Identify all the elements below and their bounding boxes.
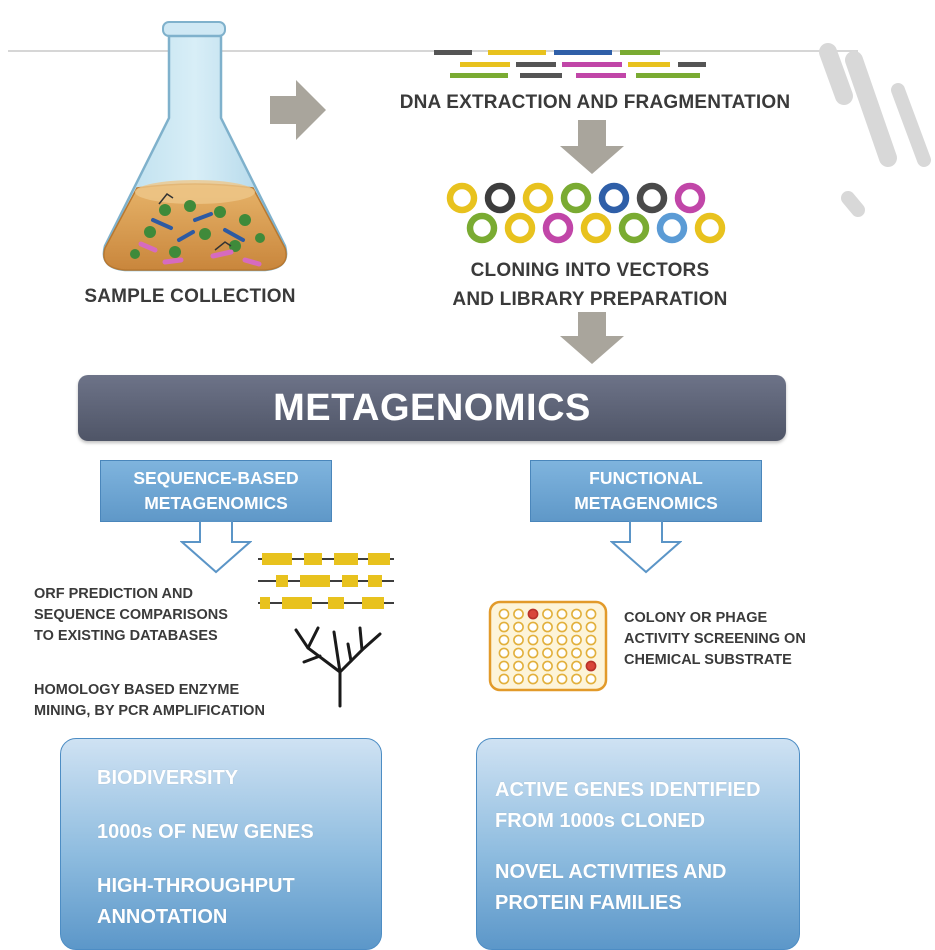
phylogenetic-tree-icon	[294, 626, 382, 708]
functional-down-arrow-icon	[610, 520, 682, 574]
functional-outcome-box: ACTIVE GENES IDENTIFIED FROM 1000s CLONE…	[476, 738, 800, 950]
orf-prediction-note: ORF PREDICTION AND SEQUENCE COMPARISONS …	[34, 586, 228, 644]
plate-well	[542, 660, 553, 672]
sample-collection-label: SAMPLE COLLECTION	[84, 286, 296, 307]
cloning-label: CLONING INTO VECTORS AND LIBRARY PREPARA…	[452, 260, 728, 310]
plasmid-rings-graphic	[446, 182, 726, 244]
plate-well	[542, 647, 553, 659]
plate-well	[527, 673, 539, 685]
homology-mining-note: HOMOLOGY BASED ENZYME MINING, BY PCR AMP…	[34, 682, 265, 719]
functional-box: FUNCTIONAL METAGENOMICS	[530, 460, 762, 522]
plate-well	[542, 608, 553, 620]
sequence-based-box: SEQUENCE-BASED METAGENOMICS	[100, 460, 332, 522]
sequence-down-arrow-icon	[180, 520, 252, 574]
plate-well	[513, 608, 524, 620]
plate-well	[571, 621, 582, 633]
plate-well	[542, 621, 553, 633]
dna-extraction-label: DNA EXTRACTION AND FRAGMENTATION	[399, 92, 791, 113]
plate-well	[585, 660, 597, 672]
plate-well	[585, 621, 597, 633]
plate-well	[513, 634, 524, 646]
plate-well	[585, 647, 597, 659]
screening-plate-icon	[488, 600, 608, 692]
plate-well	[556, 673, 568, 685]
plate-well	[556, 621, 568, 633]
plate-well	[527, 647, 539, 659]
top-rule	[8, 50, 858, 52]
outcome-biodiversity: BIODIVERSITY	[97, 767, 239, 789]
plate-well	[498, 621, 510, 633]
plate-well	[542, 634, 553, 646]
outcome-new-genes: 1000s OF NEW GENES	[97, 821, 314, 843]
plate-well	[571, 608, 582, 620]
plate-well	[498, 647, 510, 659]
arrow-right-icon	[270, 80, 326, 140]
outcome-active-genes: ACTIVE GENES IDENTIFIED FROM 1000s CLONE…	[495, 779, 761, 832]
plate-well	[556, 634, 568, 646]
plate-well	[498, 660, 510, 672]
arrow-down-icon	[560, 120, 624, 174]
plate-well	[571, 673, 582, 685]
plate-well	[513, 621, 524, 633]
plate-well	[556, 608, 568, 620]
plate-well	[527, 634, 539, 646]
plate-well	[527, 608, 539, 620]
plate-well	[571, 647, 582, 659]
plate-well	[513, 647, 524, 659]
plate-well	[556, 647, 568, 659]
gene-tracks-graphic	[258, 553, 394, 609]
plate-well	[498, 673, 510, 685]
banner-title: METAGENOMICS	[273, 386, 591, 429]
outcome-annotation: HIGH-THROUGHPUT ANNOTATION	[97, 875, 295, 928]
plate-well	[513, 660, 524, 672]
plate-well	[571, 634, 582, 646]
plate-well	[585, 608, 597, 620]
metagenomics-banner: METAGENOMICS	[78, 375, 786, 441]
plate-well	[585, 673, 597, 685]
plate-well	[527, 621, 539, 633]
plate-well	[542, 673, 553, 685]
outcome-novel-activities: NOVEL ACTIVITIES AND PROTEIN FAMILIES	[495, 861, 727, 914]
plate-well	[556, 660, 568, 672]
plate-well	[527, 660, 539, 672]
sequence-outcome-box: BIODIVERSITY 1000s OF NEW GENES HIGH-THR…	[60, 738, 382, 950]
arrow-down-icon	[560, 312, 624, 364]
watermark-strokes	[819, 43, 931, 217]
plate-well	[498, 608, 510, 620]
activity-screening-note: COLONY OR PHAGE ACTIVITY SCREENING ON CH…	[624, 610, 806, 668]
plate-well	[585, 634, 597, 646]
sample-flask-icon	[102, 21, 288, 272]
dna-fragments-graphic	[434, 50, 706, 78]
plate-well	[513, 673, 524, 685]
plate-well	[498, 634, 510, 646]
plate-well	[571, 660, 582, 672]
